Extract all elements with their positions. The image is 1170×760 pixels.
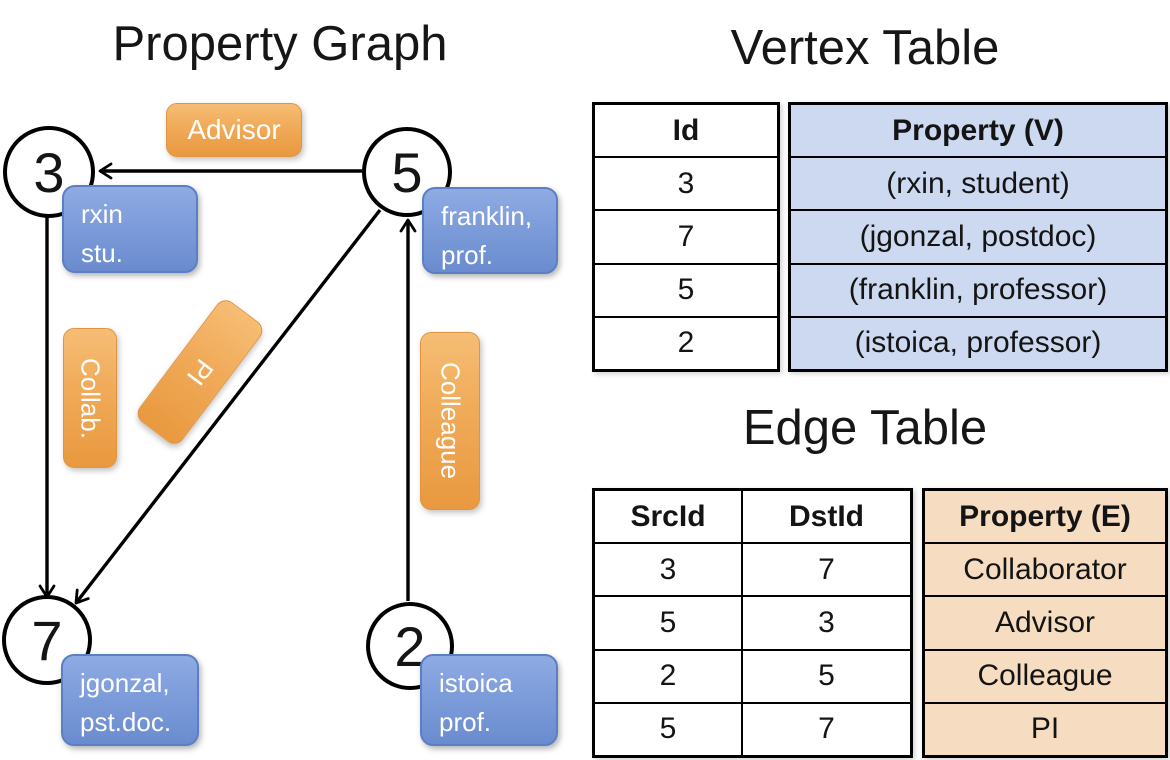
column-header-property-v: Property (V) — [791, 105, 1165, 157]
vertex-property-cell: (istoica, professor) — [791, 317, 1165, 369]
edge-dstid-cell: 7 — [743, 703, 910, 755]
edge-property-cell: PI — [925, 703, 1165, 755]
graph-node-5: 5 — [362, 127, 452, 217]
edge-dstid-cell: 5 — [743, 650, 910, 702]
node-id-label: 7 — [31, 608, 63, 672]
edge-srcid-cell: 5 — [595, 703, 741, 755]
vertex-property-cell: (rxin, student) — [791, 158, 1165, 210]
vertex-property-line: stu. — [81, 238, 123, 268]
vertex-property-box-jgonzal: jgonzal, pst.doc. — [61, 654, 199, 746]
edge-dstid-cell: 3 — [743, 597, 910, 649]
edge-table-property-column: Property (E) Collaborator Advisor Collea… — [922, 488, 1168, 758]
edge-dstid-cell: 7 — [743, 544, 910, 596]
vertex-id-cell: 2 — [595, 317, 777, 369]
vertex-property-box-istoica: istoica prof. — [420, 654, 558, 746]
edge-property-cell: Collaborator — [925, 544, 1165, 596]
edge-table-title: Edge Table — [742, 401, 988, 455]
vertex-id-cell: 7 — [595, 211, 777, 263]
edge-srcid-cell: 3 — [595, 544, 741, 596]
column-header-property-e: Property (E) — [925, 491, 1165, 543]
edge-label-collab: Collab. — [63, 328, 117, 468]
edge-label-pi: PI — [133, 295, 267, 449]
edge-srcid-cell: 5 — [595, 597, 741, 649]
vertex-property-line: rxin — [81, 199, 123, 229]
node-id-label: 5 — [391, 140, 423, 204]
vertex-property-line: pst.doc. — [80, 707, 172, 737]
vertex-property-line: franklin, — [441, 201, 533, 231]
edge-label-colleague: Colleague — [420, 332, 480, 510]
edge-property-cell: Colleague — [925, 650, 1165, 702]
node-id-label: 3 — [33, 140, 65, 204]
edge-label-advisor: Advisor — [166, 103, 302, 157]
graph-node-3: 3 — [3, 126, 95, 218]
vertex-id-cell: 5 — [595, 264, 777, 316]
vertex-table-property-column: Property (V) (rxin, student) (jgonzal, p… — [788, 102, 1168, 372]
edge-srcid-cell: 2 — [595, 650, 741, 702]
edge-table-id-columns: SrcId DstId 3 7 5 3 2 5 5 7 — [592, 488, 913, 758]
vertex-property-line: prof. — [439, 707, 492, 737]
vertex-property-box-rxin: rxin stu. — [62, 185, 198, 273]
vertex-property-cell: (franklin, professor) — [791, 264, 1165, 316]
vertex-property-line: istoica — [439, 668, 513, 698]
property-graph-title: Property Graph — [112, 17, 448, 71]
vertex-property-cell: (jgonzal, postdoc) — [791, 211, 1165, 263]
vertex-id-cell: 3 — [595, 158, 777, 210]
vertex-table-title: Vertex Table — [730, 21, 1000, 75]
vertex-table-id-column: Id 3 7 5 2 — [592, 102, 780, 372]
column-header-srcid: SrcId — [595, 491, 741, 543]
column-header-dstid: DstId — [743, 491, 910, 543]
edge-property-cell: Advisor — [925, 597, 1165, 649]
vertex-property-box-franklin: franklin, prof. — [422, 187, 558, 274]
vertex-property-line: jgonzal, — [80, 668, 170, 698]
vertex-property-line: prof. — [441, 240, 494, 270]
column-header-id: Id — [595, 105, 777, 157]
